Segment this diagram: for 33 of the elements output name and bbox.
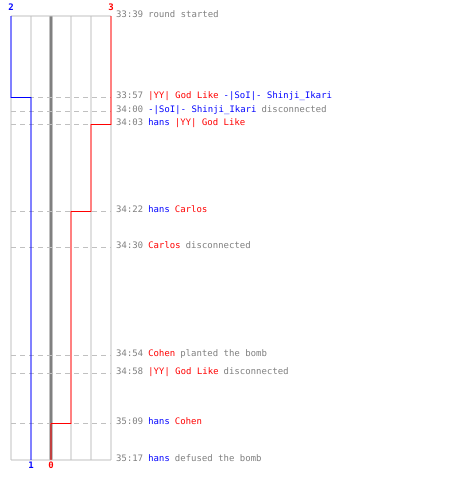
count-number: 3	[108, 3, 114, 14]
player-name: hans	[148, 417, 170, 428]
player-name: -|SoI|- Shinji_Ikari	[224, 91, 332, 102]
event-text: defused the bomb	[174, 454, 262, 465]
event-time: 34:22	[116, 205, 144, 216]
player-name: Cohen	[148, 349, 176, 360]
event-time: 34:03	[116, 118, 144, 129]
event-text: planted the bomb	[180, 349, 267, 360]
count-number: 1	[28, 461, 34, 472]
event-time: 34:00	[116, 105, 144, 116]
count-number: 2	[8, 3, 14, 14]
player-name: |YY| God Like	[174, 118, 246, 129]
event-text: disconnected	[224, 367, 289, 378]
player-name: Cohen	[174, 417, 202, 428]
event-text: round started	[148, 10, 219, 21]
player-name: hans	[148, 205, 170, 216]
event-text: disconnected	[186, 241, 251, 252]
player-name: Carlos	[148, 241, 181, 252]
event-time: 34:30	[116, 241, 144, 252]
player-name: hans	[148, 118, 170, 129]
player-name: |YY| God Like	[148, 367, 219, 378]
event-time: 35:17	[116, 454, 144, 465]
player-name: |YY| God Like	[148, 91, 219, 102]
player-name: Carlos	[174, 205, 208, 216]
event-time: 33:39	[116, 10, 144, 21]
player-name: -|SoI|- Shinji_Ikari	[148, 105, 256, 116]
count-number: 0	[48, 461, 54, 472]
player-name: hans	[148, 454, 170, 465]
event-text: disconnected	[261, 105, 326, 116]
event-time: 34:54	[116, 349, 144, 360]
event-time: 34:58	[116, 367, 144, 378]
event-time: 33:57	[116, 91, 144, 102]
event-time: 35:09	[116, 417, 144, 428]
